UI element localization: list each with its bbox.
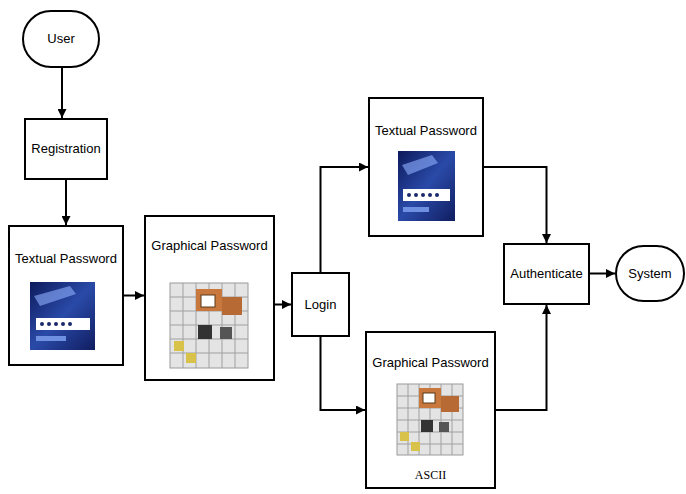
terminal-pill: System xyxy=(615,245,685,302)
process-box: Registration xyxy=(24,118,108,180)
password-box: Graphical Password xyxy=(144,215,275,381)
graphical-password-picture xyxy=(170,283,248,368)
node-label: Graphical Password xyxy=(151,238,267,254)
password-box: Graphical PasswordASCII xyxy=(365,331,496,489)
node-caption: ASCII xyxy=(415,467,446,483)
flow-arrow xyxy=(321,167,369,272)
node-label: Registration xyxy=(31,141,100,157)
flow-arrow xyxy=(496,305,547,410)
password-picture xyxy=(30,282,95,350)
terminal-pill: User xyxy=(22,10,100,68)
node-label: Graphical Password xyxy=(372,355,488,371)
graphical-password-picture xyxy=(397,384,463,455)
flow-arrow xyxy=(124,295,144,297)
flow-arrow xyxy=(321,337,366,410)
password-picture xyxy=(398,151,455,221)
node-label: Textual Password xyxy=(375,123,477,139)
node-label: Login xyxy=(305,297,337,313)
process-box: Authenticate xyxy=(503,243,590,305)
process-box: Login xyxy=(291,272,350,337)
flow-arrow xyxy=(65,180,67,225)
password-box: Textual Password xyxy=(368,97,484,237)
node-label: System xyxy=(628,266,671,282)
node-label: Textual Password xyxy=(15,251,117,267)
flow-arrow xyxy=(484,167,547,243)
node-label: Authenticate xyxy=(510,266,582,282)
flow-arrow xyxy=(275,304,291,306)
flow-arrow xyxy=(590,273,615,275)
password-box: Textual Password xyxy=(8,225,124,366)
flow-arrow xyxy=(61,68,63,118)
node-label: User xyxy=(47,31,74,47)
